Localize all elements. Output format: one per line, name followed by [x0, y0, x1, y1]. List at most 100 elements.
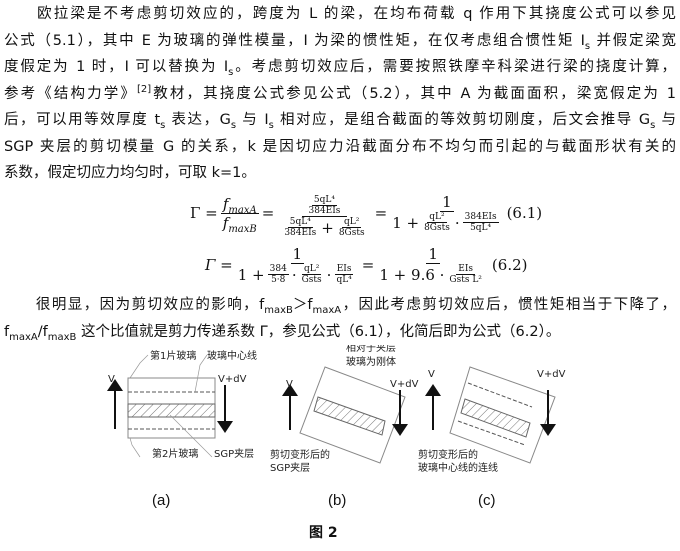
- dot: ·: [326, 265, 332, 284]
- text-run: 后，可以用等效厚度 t: [4, 112, 161, 128]
- text-run: 参考《结构力学》: [4, 85, 137, 102]
- num-sub: maxA: [228, 204, 257, 216]
- equals: =: [374, 204, 388, 222]
- one-plus: 1 +: [392, 213, 420, 232]
- den: 5qL⁴: [470, 223, 492, 233]
- subscript: s: [230, 119, 237, 131]
- text-line: 公式（5.1），其中 E 为玻璃的弹性模量，I 为梁的惯性矩，在仅考虑组合惯性矩…: [4, 29, 676, 53]
- eq-lhs: Γ =: [205, 256, 233, 274]
- text-run: 与: [655, 112, 677, 128]
- num: 5qL⁴: [287, 217, 313, 228]
- text-run: 公式（5.1），其中 E 为玻璃的弹性模量，I 为梁的惯性矩，在仅考虑组合惯性矩…: [4, 32, 585, 49]
- num: qL²: [427, 212, 447, 223]
- num: 1: [426, 245, 440, 264]
- text-run: SGP 夹层的剪切模量 G 的关系，k 是因切应力沿截面分布不均匀而引起的与截面…: [4, 138, 676, 155]
- subscript: s: [650, 119, 656, 131]
- text-line: fmaxA/fmaxB 这个比值就是剪力传递系数 Γ，参见公式（6.1），化简后…: [4, 320, 676, 344]
- dot: ·: [454, 213, 460, 232]
- text-run: 并假定梁宽: [590, 32, 676, 49]
- figure-2-diagram: V V+dV 第1片玻璃 玻璃中心线 第2片玻璃 SGP夹层 V V+dV 相对…: [107, 345, 566, 474]
- figure-caption: 图 2: [309, 525, 338, 541]
- fraction-fmax: fmaxA fmaxB: [220, 194, 259, 235]
- equation-number: (6.1): [506, 204, 543, 222]
- citation: [2]: [136, 83, 152, 95]
- num: 1: [440, 193, 454, 212]
- num: qL²: [342, 217, 362, 228]
- dot: ·: [291, 265, 297, 284]
- num: EIs: [456, 264, 476, 275]
- num: f: [222, 194, 229, 213]
- label-v: V: [428, 369, 435, 380]
- label-v-dv: V+dV: [537, 369, 566, 380]
- text-line: 后，可以用等效厚度 ts 表达，Gs 与 Is 相对应，是组合截面的等效剪切刚度…: [4, 108, 676, 132]
- subscript: maxA: [9, 331, 38, 343]
- subfigure-label-c: (c): [478, 492, 496, 509]
- panel-c: V V+dV 剪切变形后的 玻璃中心线的连线: [418, 366, 566, 474]
- panel-a: V V+dV 第1片玻璃 玻璃中心线 第2片玻璃 SGP夹层: [107, 349, 257, 460]
- text-run: 欧拉梁是不考虑剪切效应的，跨度为 L 的梁，在均布荷载 q 作用下其挠度公式可以…: [4, 6, 676, 22]
- text-line: SGP 夹层的剪切模量 G 的关系，k 是因切应力沿截面分布不均匀而引起的与截面…: [4, 135, 676, 159]
- subscript: maxB: [47, 331, 77, 343]
- text-line: 系数，假定切应力均匀时，可取 k=1。: [4, 161, 676, 185]
- num: EIs: [334, 264, 354, 275]
- panel-b: V V+dV 相对于夹层 玻璃为刚体 剪切变形后的 SGP夹层: [270, 345, 419, 474]
- label-sgp-deformed-1: 剪切变形后的: [270, 448, 330, 461]
- den: 5·8: [271, 275, 286, 285]
- label-v: V: [108, 374, 115, 385]
- den: Gsts: [301, 275, 322, 285]
- label-sgp: SGP夹层: [214, 447, 254, 460]
- text-run: 。考虑剪切效应后，需要按照铁摩辛科梁进行梁的挠度计算，: [233, 59, 677, 75]
- num: 384: [267, 264, 289, 275]
- equals: =: [261, 204, 275, 222]
- subscript: maxB: [264, 304, 293, 316]
- text-run: f: [4, 323, 10, 340]
- equals: =: [361, 256, 375, 274]
- text-run: 很明显，因为剪切效应的影响，f: [4, 297, 265, 313]
- text-run: 系数，假定切应力均匀时，可取 k=1。: [4, 165, 256, 181]
- label-centerline-connection-2: 玻璃中心线的连线: [418, 461, 498, 474]
- text-run: 表达，G: [165, 112, 231, 128]
- one-plus: 1 +: [237, 265, 265, 284]
- den: f: [222, 213, 229, 232]
- label-sgp-deformed-2: SGP夹层: [270, 461, 310, 474]
- label-v-dv: V+dV: [390, 379, 419, 390]
- subscript: s: [584, 40, 591, 52]
- num: 384EIs: [462, 212, 499, 223]
- one-plus: 1 + 9.6 ·: [379, 265, 445, 284]
- label-v-dv: V+dV: [218, 374, 247, 385]
- den: qL⁴: [336, 275, 352, 285]
- label-rigid-2: 玻璃为刚体: [346, 355, 396, 368]
- label-glass-1: 第1片玻璃: [150, 349, 196, 362]
- text-run: ，因此考虑剪切效应后，惯性矩相当于下降了，: [341, 297, 676, 313]
- text-run: 与 I: [236, 112, 269, 128]
- subscript: s: [160, 119, 166, 131]
- den: 384EIs: [308, 206, 341, 216]
- label-centerline-connection-1: 剪切变形后的: [418, 448, 478, 461]
- num: 1: [290, 245, 305, 264]
- equation-number: (6.2): [491, 256, 528, 274]
- text-line: 参考《结构力学》[2]教材，其挠度公式参见公式（5.2），其中 A 为截面面积，…: [4, 82, 676, 106]
- den: 384EIs: [284, 228, 317, 238]
- label-rigid-1: 相对于夹层: [346, 345, 396, 354]
- label-v: V: [286, 379, 293, 390]
- den-sub: maxB: [228, 223, 257, 235]
- label-centerline: 玻璃中心线: [207, 349, 257, 362]
- text-line: 欧拉梁是不考虑剪切效应的，跨度为 L 的梁，在均布荷载 q 作用下其挠度公式可以…: [4, 2, 676, 26]
- den: Gsts L²: [449, 275, 482, 285]
- subfigure-label-a: (a): [152, 492, 171, 509]
- label-glass-2: 第2片玻璃: [152, 447, 198, 460]
- text-run: 度假定为 1 时，I 可以替换为 I: [4, 59, 229, 75]
- text-run: 教材，其挠度公式参见公式（5.2），其中 A 为截面面积，梁宽假定为 1: [151, 85, 676, 102]
- num: 5qL⁴: [311, 195, 337, 206]
- text-line: 度假定为 1 时，I 可以替换为 Is。考虑剪切效应后，需要按照铁摩辛科梁进行梁…: [4, 55, 676, 79]
- num: qL²: [301, 264, 322, 275]
- subscript: s: [268, 119, 274, 131]
- den: 8Gsts: [424, 223, 450, 233]
